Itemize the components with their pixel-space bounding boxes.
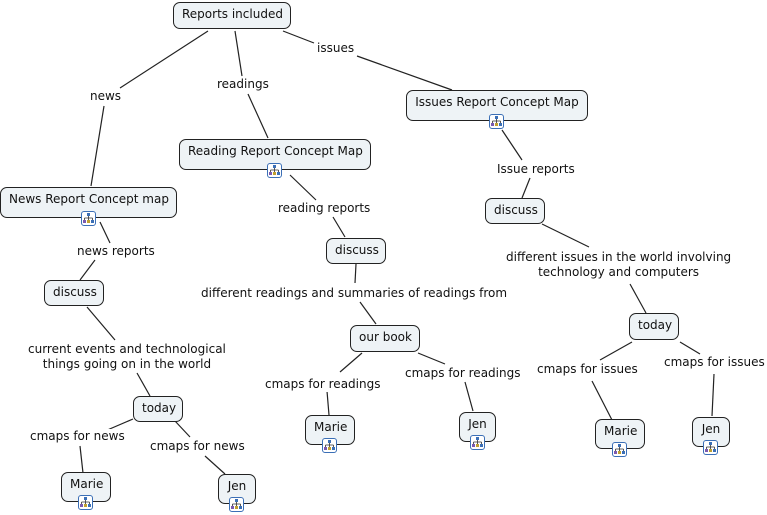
line-ourbook-cmaps1	[339, 352, 363, 373]
line-issuereports-discuss	[521, 177, 531, 199]
line-issuesmap-issuereports	[501, 129, 523, 161]
line-issuesdifferent-today	[629, 283, 647, 314]
line-cmaps1-marie	[79, 445, 84, 474]
node-reading-jen[interactable]: Jen	[459, 412, 496, 450]
link-label-readings: readings	[215, 77, 271, 92]
line-issuestoday-cmaps2	[679, 341, 701, 355]
node-label: today	[638, 318, 673, 332]
link-label-cmaps-for-news-1: cmaps for news	[28, 429, 127, 444]
node-news-report-concept-map[interactable]: News Report Concept map	[0, 187, 177, 226]
link-label-reading-reports: reading reports	[276, 201, 373, 216]
line-root-news	[119, 30, 209, 89]
link-label-news-reports: news reports	[75, 244, 157, 259]
node-our-book[interactable]: our book	[350, 325, 420, 352]
line-newsdiscuss-current	[86, 306, 116, 341]
concept-map-icon[interactable]	[229, 497, 244, 512]
node-label: Jen	[701, 422, 721, 436]
link-label-line: things going on in the world	[42, 357, 212, 371]
node-reading-marie[interactable]: Marie	[305, 415, 355, 453]
link-label-different-issues: different issues in the world involving …	[504, 250, 734, 280]
node-news-discuss[interactable]: discuss	[44, 280, 104, 306]
concept-map-icon[interactable]	[78, 495, 93, 510]
link-label-line: current events and technological	[28, 342, 226, 356]
node-label: Reports included	[182, 7, 283, 21]
line-newsreports-discuss	[79, 259, 96, 281]
line-cmaps2-jen	[204, 455, 226, 475]
node-label: discuss	[53, 285, 97, 299]
link-label-current-events: current events and technological things …	[26, 342, 228, 372]
node-label: Jen	[227, 479, 247, 493]
line-cmaps1-rmarie	[326, 390, 330, 416]
line-ourbook-cmaps2	[417, 352, 446, 365]
line-cmaps1-imarie	[591, 380, 613, 421]
line-cmaps2-ijen	[711, 373, 715, 417]
concept-map-icon[interactable]	[80, 211, 96, 226]
node-label: Marie	[70, 477, 104, 491]
concept-map-icon[interactable]	[322, 438, 337, 453]
node-label: News Report Concept map	[9, 192, 169, 206]
node-reading-discuss[interactable]: discuss	[326, 238, 386, 264]
node-label: Marie	[604, 424, 638, 438]
link-label-issue-reports: Issue reports	[495, 162, 577, 177]
node-label: Issues Report Concept Map	[415, 95, 579, 109]
line-readingdiscuss-different	[354, 263, 357, 284]
node-reading-report-concept-map[interactable]: Reading Report Concept Map	[179, 139, 371, 178]
link-label-cmaps-for-issues-2: cmaps for issues	[662, 355, 767, 370]
link-label-cmaps-for-issues-1: cmaps for issues	[535, 362, 640, 377]
node-label: our book	[359, 330, 412, 344]
node-label: discuss	[494, 203, 538, 217]
line-current-today	[136, 372, 151, 397]
node-news-marie[interactable]: Marie	[61, 472, 111, 510]
concept-map-icon[interactable]	[489, 114, 504, 129]
line-root-readings	[234, 30, 243, 77]
node-issues-jen[interactable]: Jen	[692, 417, 730, 455]
node-label: Marie	[314, 420, 348, 434]
line-newstoday-cmaps2	[174, 420, 191, 438]
node-label: Reading Report Concept Map	[188, 144, 363, 158]
node-label: Jen	[468, 417, 487, 431]
node-news-today[interactable]: today	[133, 396, 183, 422]
link-label-line: different issues in the world involving	[506, 250, 732, 264]
link-label-different-readings: different readings and summaries of read…	[199, 286, 510, 301]
line-readings-readingmap	[247, 93, 269, 139]
link-label-cmaps-for-readings-1: cmaps for readings	[263, 377, 383, 392]
link-label-cmaps-for-news-2: cmaps for news	[148, 439, 247, 454]
concept-map-icon[interactable]	[612, 442, 627, 457]
link-label-issues: issues	[315, 41, 357, 56]
node-news-jen[interactable]: Jen	[218, 474, 256, 512]
node-label: discuss	[335, 243, 379, 257]
line-issuestoday-cmaps1	[599, 341, 633, 361]
concept-map-icon[interactable]	[267, 163, 282, 178]
concept-map-icon[interactable]	[703, 440, 718, 455]
link-label-line: technology and computers	[538, 265, 700, 279]
link-label-news: news	[88, 89, 124, 104]
line-newsmap-newsreports	[99, 221, 111, 244]
concept-map-icon[interactable]	[469, 435, 485, 450]
node-issues-discuss[interactable]: discuss	[485, 198, 545, 224]
link-label-cmaps-for-readings-2: cmaps for readings	[403, 366, 523, 381]
node-reports-included[interactable]: Reports included	[173, 2, 291, 29]
line-root-issues	[282, 30, 315, 44]
line-cmaps2-rjen	[464, 381, 474, 412]
node-label: today	[142, 401, 177, 415]
node-issues-marie[interactable]: Marie	[595, 419, 645, 457]
line-readingreports-discuss	[332, 216, 346, 238]
line-different-ourbook	[359, 301, 377, 325]
line-readingmap-readingreports	[289, 174, 317, 201]
line-issues-issuesmap	[356, 55, 453, 91]
line-issuesdiscuss-different	[541, 223, 590, 248]
node-issues-report-concept-map[interactable]: Issues Report Concept Map	[406, 90, 588, 129]
line-news-newsmap	[90, 105, 105, 187]
node-issues-today[interactable]: today	[629, 313, 679, 340]
